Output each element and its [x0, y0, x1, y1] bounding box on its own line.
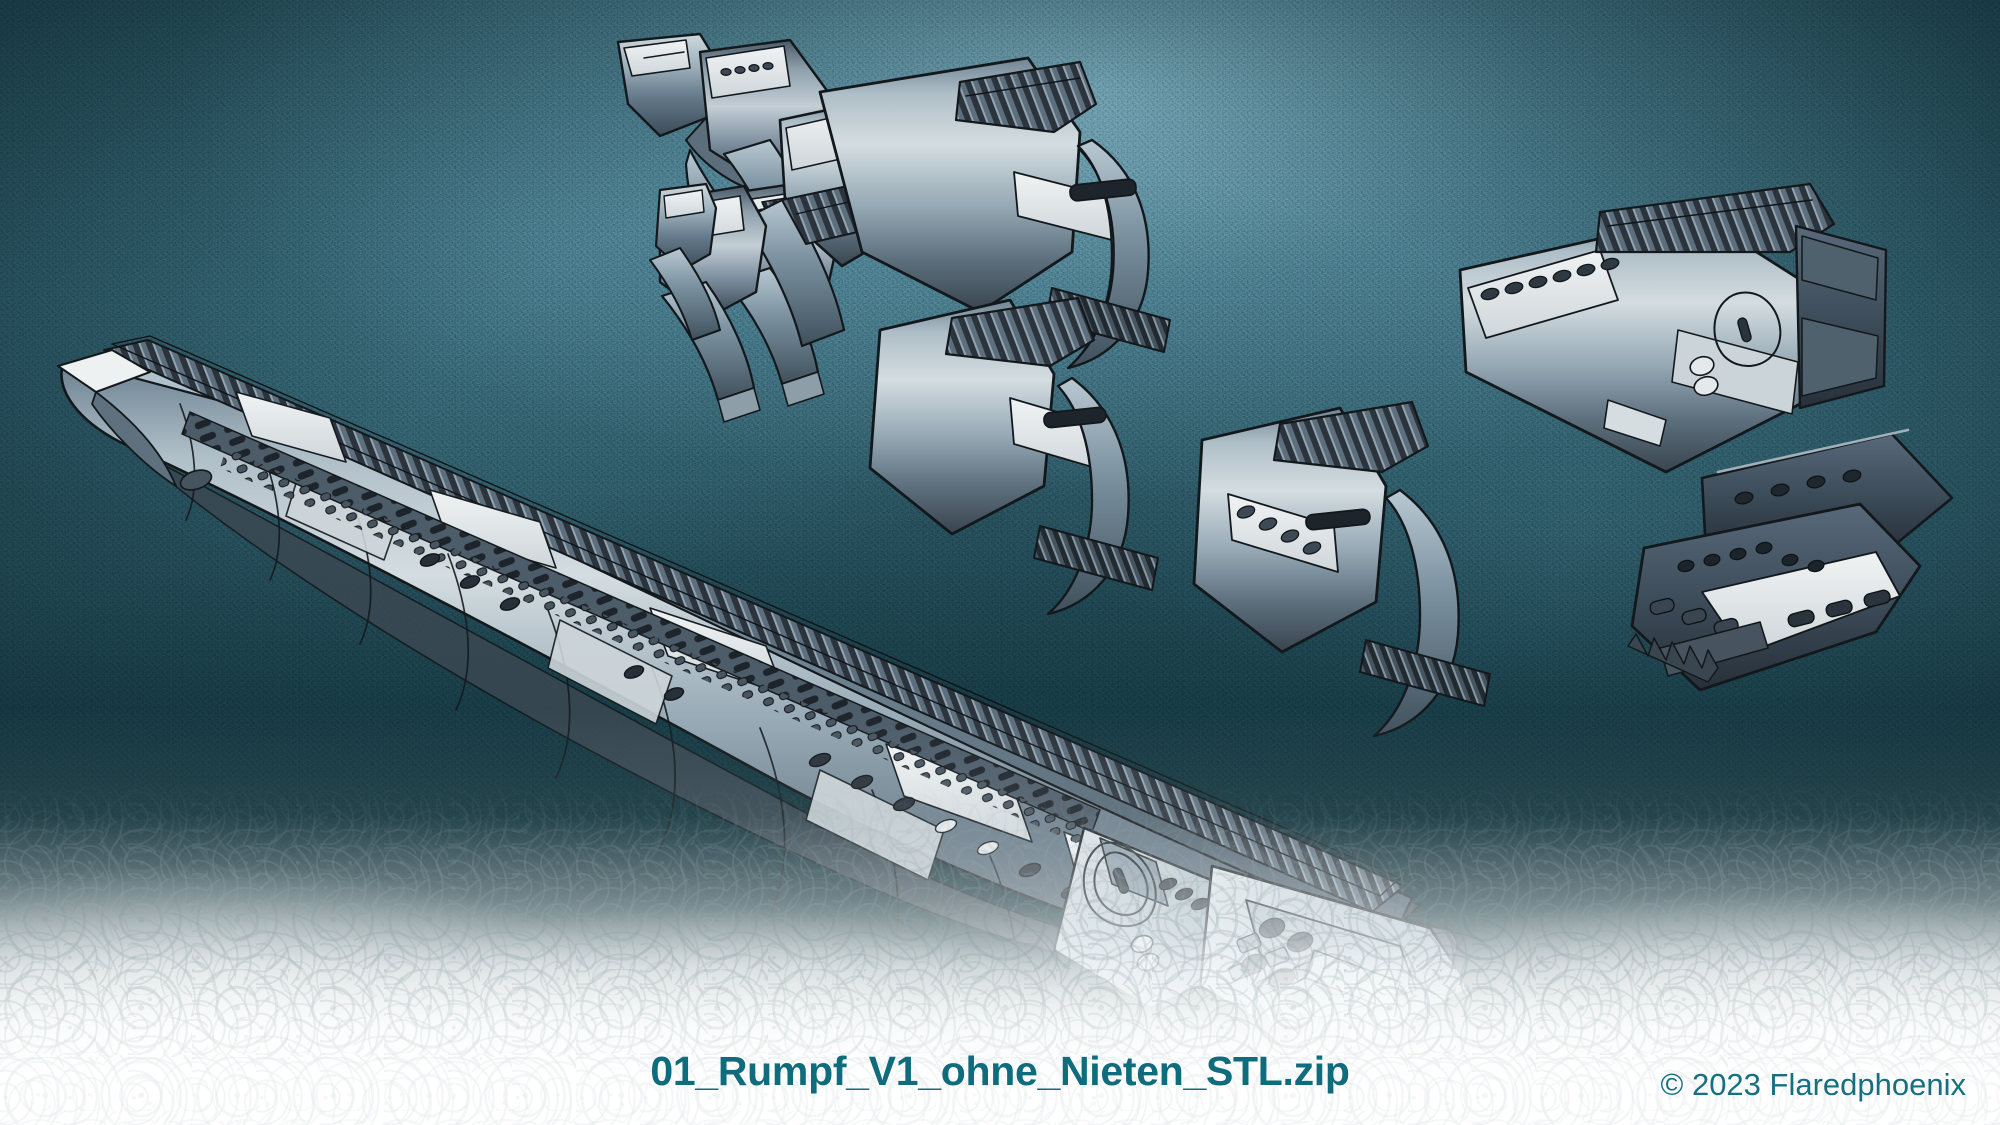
part-stern-fin-plate: [1627, 428, 1954, 692]
part-stern-module: [1458, 182, 1888, 474]
part-aft-barrel: [649, 182, 721, 341]
foam-bubbles: [0, 705, 2000, 1125]
copyright-notice: © 2023 Flaredphoenix: [1660, 1067, 1967, 1102]
part-hull-ring-6: [1192, 400, 1491, 738]
part-hull-ring-5: [868, 296, 1159, 616]
sea-foam-band: [0, 707, 2000, 1125]
